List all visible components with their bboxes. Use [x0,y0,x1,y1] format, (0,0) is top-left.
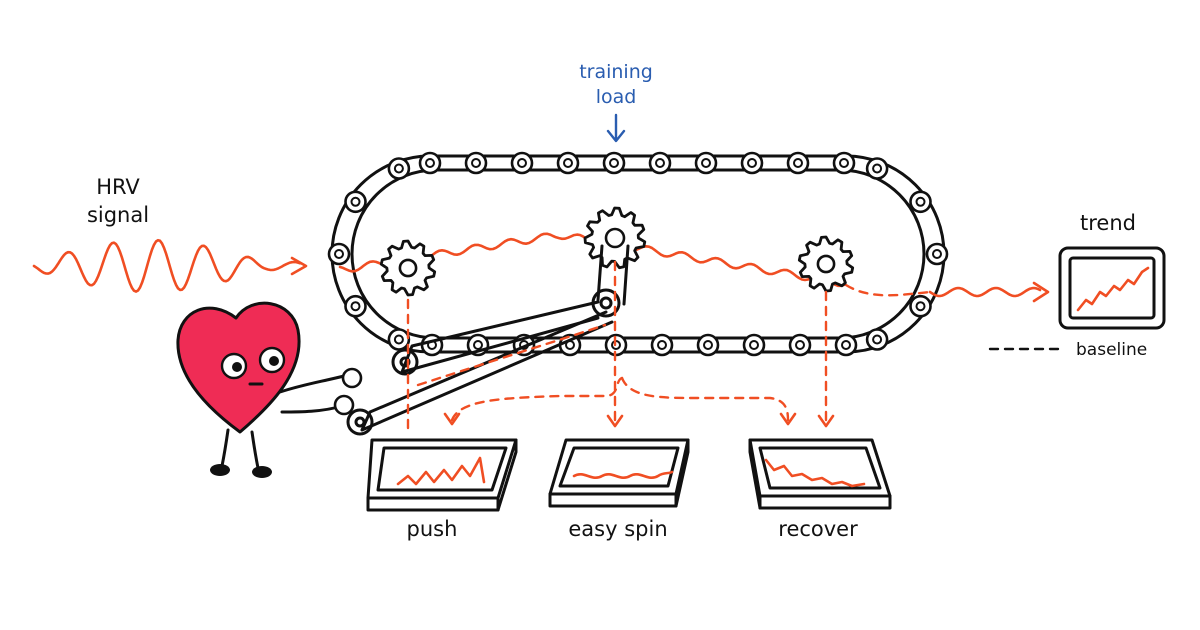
chain-roller-pin [517,158,527,168]
chain-roller-pin [425,158,435,168]
chain-roller-pin [749,340,759,350]
chain-roller-pin [563,158,573,168]
chain-roller-pin [393,163,404,174]
hrv-label-line2: signal [87,203,149,227]
chain-roller-pin [839,158,849,168]
gear-hub [816,254,836,274]
training-load-line1: training [579,61,653,83]
crank-linkage [346,244,630,436]
chain-roller-pin [841,340,851,350]
trend-monitor: trend [1058,211,1166,330]
push-wave [396,456,486,486]
chain-roller-pin [747,158,757,168]
gear-hub [604,227,626,249]
trend-line [1076,266,1150,312]
chain-roller-pin [393,334,404,345]
output-arrow-head [1032,281,1050,303]
bin-push-label: push [407,517,458,541]
training-load-arrow [606,113,626,143]
chain-roller-pin [350,196,361,207]
chain-roller-pin [915,196,926,207]
chain-roller-pin [795,340,805,350]
training-load-line2: load [596,86,637,108]
chain-roller-pin [655,158,665,168]
hrv-arrow-head [290,256,308,276]
training-load-annotation: training load [579,61,653,143]
bin-easy-spin-label: easy spin [568,517,667,541]
chain-roller-pin [915,301,926,312]
hrv-label-line1: HRV [96,175,140,199]
chain-roller-pin [350,301,361,312]
chain-roller-pin [701,158,711,168]
inner-signal-dashed-segment [844,283,932,297]
hrv-signal-input: HRV signal [32,175,308,293]
trend-label: trend [1080,211,1136,235]
chain-roller-pin [657,340,667,350]
chain-roller-pin [872,163,883,174]
recover-wave [764,458,866,488]
routing-lines [406,260,835,432]
baseline-label: baseline [1076,340,1147,360]
gear-left [379,239,437,297]
bin-push: push [366,438,518,541]
output-signal-wave [928,286,1042,298]
chain-roller-pin [471,158,481,168]
hrv-waveform [32,238,302,293]
baseline-legend: baseline [988,340,1147,360]
chain-roller-pin [872,334,883,345]
bin-easy-spin: easy spin [548,438,690,541]
chain-roller-pin [793,158,803,168]
heart-character-icon [176,301,363,478]
gear-hub [398,258,418,278]
gear-center [583,206,647,270]
chain-roller-pin [473,340,483,350]
chain-roller-pin [932,249,942,259]
chain-roller-pin [609,158,619,168]
gear-right [797,235,855,293]
chain-roller-pin [334,249,344,259]
chain-roller-pin [703,340,713,350]
bin-recover: recover [748,438,892,541]
bin-recover-label: recover [778,517,858,541]
easy-spin-wave [572,470,674,479]
